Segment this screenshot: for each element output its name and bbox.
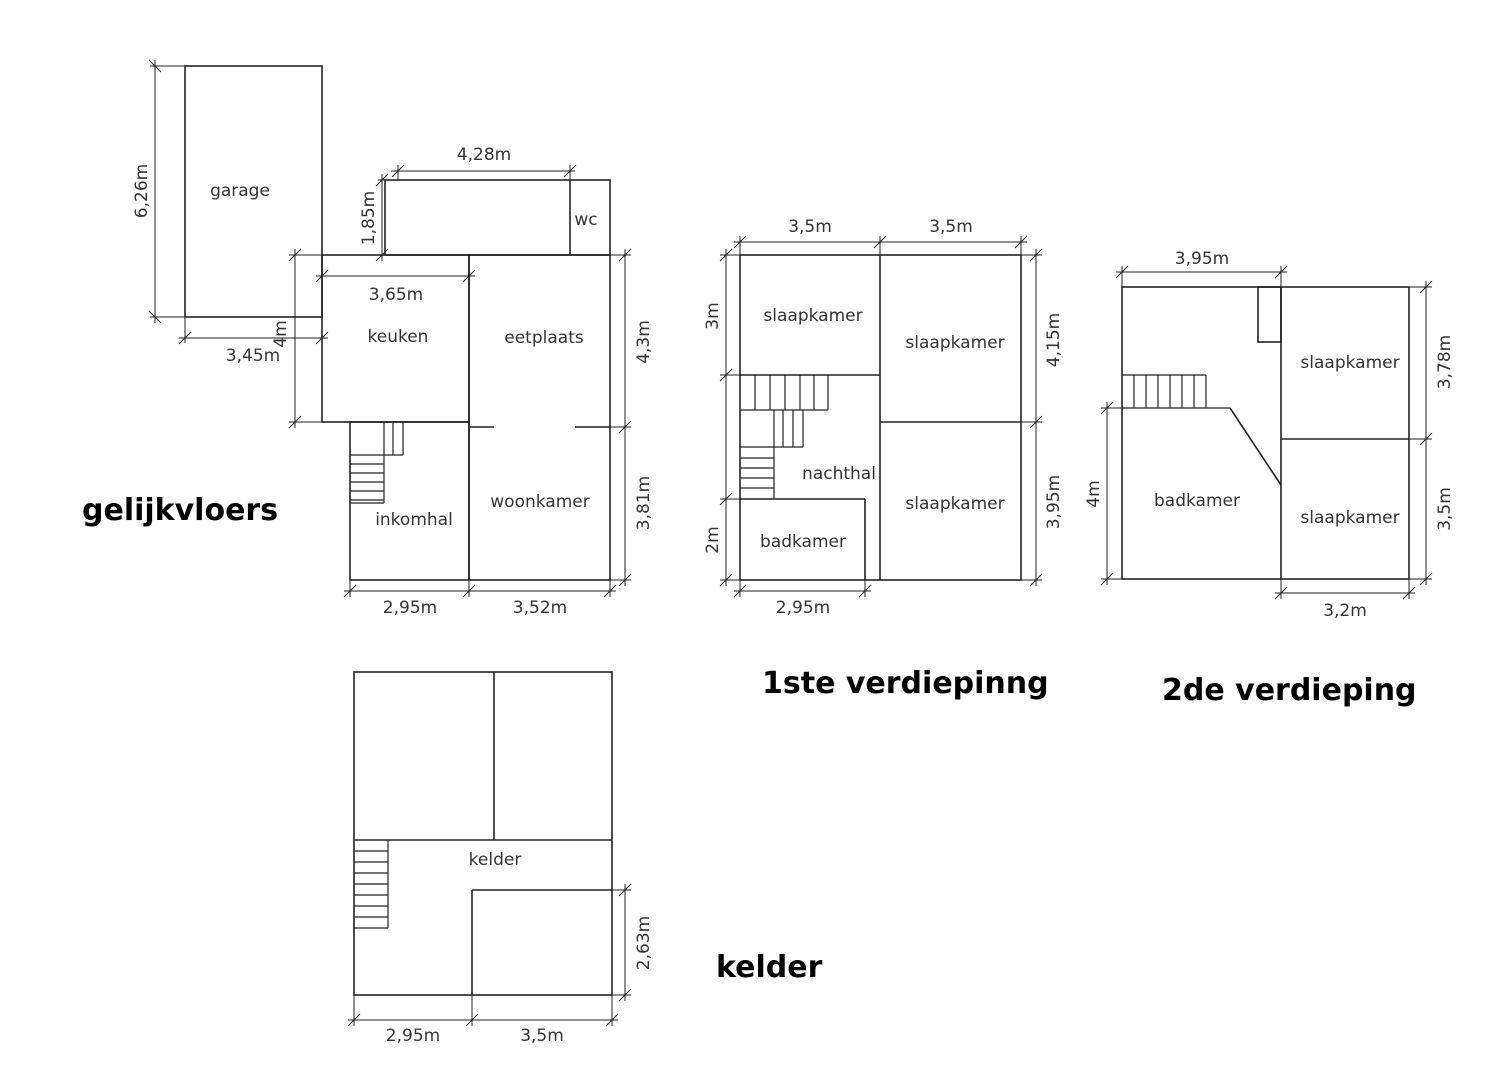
dim-first-left-lower: 2m — [703, 526, 723, 553]
second-diagonal-wall — [1229, 407, 1282, 486]
dim-first-bottom: 2,95m — [776, 598, 830, 618]
room-label-inkomhal: inkomhal — [375, 510, 453, 530]
room-label-slaapkamer-1: slaapkamer — [763, 306, 862, 326]
first-stairs — [740, 375, 829, 499]
room-label-eetplaats: eetplaats — [504, 328, 584, 348]
dim-annex-width: 4,28m — [457, 145, 511, 165]
second-shaft — [1257, 286, 1282, 343]
dim-eetplaats-height: 4,3m — [634, 320, 654, 364]
dim-garage-height: 6,26m — [132, 164, 152, 218]
basement-outline — [353, 671, 613, 996]
dim-basement-right: 2,63m — [634, 916, 654, 970]
room-label-badkamer-2: badkamer — [1154, 491, 1240, 511]
dim-basement-bottom-left: 2,95m — [386, 1026, 440, 1046]
garage-outline — [184, 65, 323, 318]
second-dimension-lines — [1100, 265, 1433, 600]
room-label-nachthal: nachthal — [802, 464, 876, 484]
second-floor-plan: slaapkamer slaapkamer badkamer 3,95m 4m … — [1084, 249, 1455, 621]
dim-second-right-lower: 3,5m — [1435, 487, 1455, 531]
floor-title-first: 1ste verdiepinng — [762, 666, 1049, 701]
basement-plan: kelder 2,63m 2,95m 3,5m — [347, 671, 654, 1046]
dim-first-left-upper: 3m — [703, 302, 723, 329]
first-floor-plan: slaapkamer slaapkamer nachthal slaapkame… — [703, 217, 1064, 618]
first-dimension-lines — [719, 235, 1043, 598]
basement-stairs — [354, 840, 389, 929]
dim-keuken-width: 3,65m — [369, 285, 423, 305]
dim-keuken-height: 4m — [271, 320, 291, 347]
room-label-slaapkamer-5: slaapkamer — [1300, 508, 1399, 528]
ground-stairs — [350, 422, 404, 504]
dim-first-top-right: 3,5m — [929, 217, 973, 237]
dim-basement-bottom-right: 3,5m — [520, 1026, 564, 1046]
dim-inkomhal-width: 2,95m — [383, 598, 437, 618]
dim-first-right-upper: 4,15m — [1044, 313, 1064, 367]
dim-woonkamer-height: 3,81m — [634, 476, 654, 530]
dim-second-left: 4m — [1084, 480, 1104, 507]
room-label-garage: garage — [210, 181, 270, 201]
ground-floor-plan: garage wc keuken eetplaats inkomhal woon… — [132, 59, 654, 618]
floor-title-basement: kelder — [716, 950, 823, 985]
room-label-woonkamer: woonkamer — [490, 492, 589, 512]
inkomhal-outline — [349, 421, 470, 581]
living-block-outline — [468, 254, 611, 581]
room-label-wc: wc — [574, 210, 597, 230]
room-label-slaapkamer-2: slaapkamer — [905, 333, 1004, 353]
dim-garage-width: 3,45m — [226, 346, 280, 366]
ground-dimension-lines — [148, 59, 632, 598]
dim-second-right-upper: 3,78m — [1435, 335, 1455, 389]
room-label-badkamer-1: badkamer — [760, 532, 846, 552]
dim-second-top: 3,95m — [1175, 249, 1229, 269]
room-label-slaapkamer-3: slaapkamer — [905, 494, 1004, 514]
floor-title-ground: gelijkvloers — [82, 493, 278, 528]
dim-first-right-lower: 3,95m — [1044, 475, 1064, 529]
dim-first-top-left: 3,5m — [788, 217, 832, 237]
second-stairs — [1122, 374, 1230, 409]
dim-woonkamer-width: 3,52m — [513, 598, 567, 618]
second-floor-outline — [1121, 286, 1410, 580]
dim-second-bottom: 3,2m — [1323, 601, 1367, 621]
dim-annex-height: 1,85m — [359, 191, 379, 245]
room-label-kelder: kelder — [469, 850, 522, 870]
basement-dimension-lines — [347, 883, 632, 1027]
room-label-keuken: keuken — [368, 327, 429, 347]
floor-title-second: 2de verdieping — [1162, 673, 1417, 708]
room-label-slaapkamer-4: slaapkamer — [1300, 353, 1399, 373]
